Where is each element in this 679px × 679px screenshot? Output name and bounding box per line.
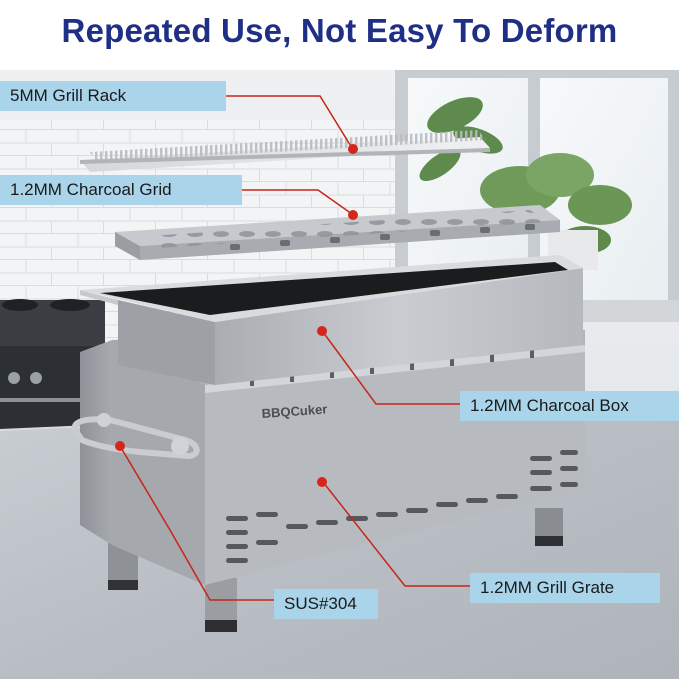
- callout-material: SUS#304: [274, 589, 378, 619]
- callout-grill-rack: 5MM Grill Rack: [0, 81, 226, 111]
- headline-band: Repeated Use, Not Easy To Deform: [0, 0, 679, 70]
- callout-charcoal-box: 1.2MM Charcoal Box: [460, 391, 679, 421]
- callout-charcoal-grid: 1.2MM Charcoal Grid: [0, 175, 242, 205]
- brand-logo: BBQCuker: [261, 401, 328, 421]
- kitchen-scene: BBQCuker: [0, 70, 679, 679]
- callout-grill-grate: 1.2MM Grill Grate: [470, 573, 660, 603]
- headline: Repeated Use, Not Easy To Deform: [61, 12, 618, 49]
